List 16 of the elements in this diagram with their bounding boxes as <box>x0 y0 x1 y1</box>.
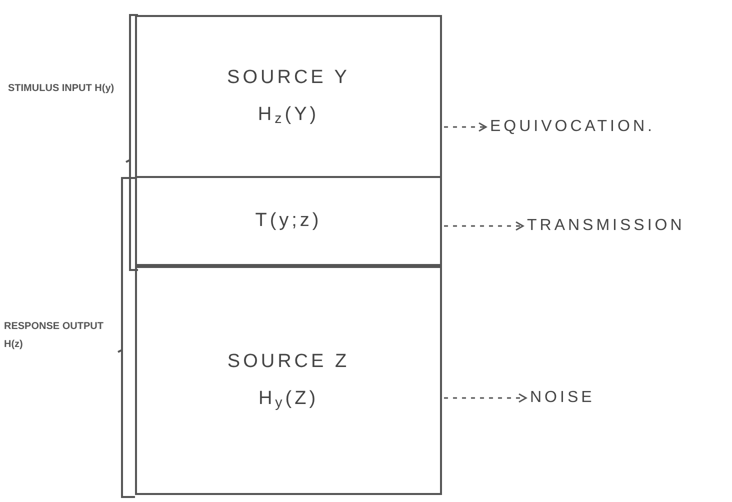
box-text: H$_{y}$(Z) <box>258 386 319 413</box>
side-label: RESPONSE OUTPUT H(z) <box>4 320 104 352</box>
side-label: STIMULUS INPUT H(y) <box>8 82 116 96</box>
stacked-box <box>135 176 442 266</box>
box-text: SOURCE Y <box>227 66 350 90</box>
stacked-box <box>135 15 442 178</box>
box-text: T(y;z) <box>255 208 322 233</box>
box-text: H$_{z}$(Y) <box>258 102 320 129</box>
dashed-arrow <box>444 122 487 132</box>
dashed-arrow <box>444 393 527 403</box>
box-text: SOURCE Z <box>227 350 350 374</box>
output-label: TRANSMISSION <box>527 213 717 239</box>
dashed-arrow <box>444 221 524 231</box>
output-label: EQUIVOCATION. <box>490 114 690 140</box>
output-label: NOISE <box>530 385 650 411</box>
stacked-box <box>135 266 442 495</box>
